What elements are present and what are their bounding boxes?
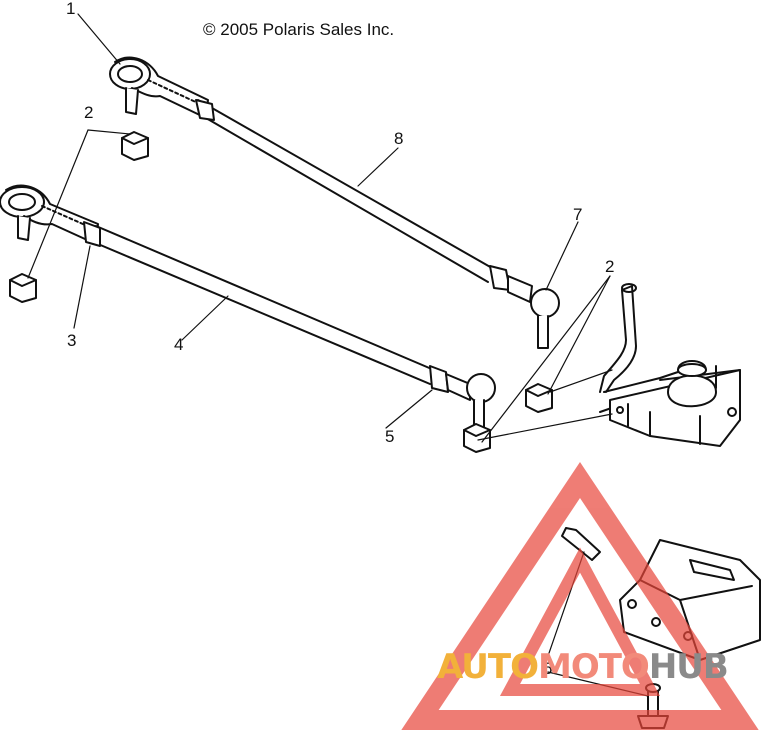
lower-tie-rod [0,184,496,435]
watermark-moto: MOTO [537,647,650,687]
watermark-triangle [401,461,759,730]
callout-1: 1 [66,0,76,18]
watermark-auto: AUTO [437,647,539,687]
watermark-hub: HUB [648,647,729,687]
nuts [9,131,553,453]
callout-2-right: 2 [605,257,615,276]
leader-lines [27,13,649,697]
callout-3: 3 [67,331,77,350]
callout-4: 4 [174,335,184,354]
copyright-notice: © 2005 Polaris Sales Inc. [203,20,395,39]
callout-8: 8 [394,129,404,148]
callout-6: 6 [543,659,553,678]
upper-tie-rod [109,56,560,349]
watermark-logo: AUTOMOTOHUB [437,647,729,687]
steering-gearbox [599,283,741,447]
callout-2-left: 2 [84,103,94,122]
callout-5: 5 [385,427,395,446]
callout-7: 7 [573,205,583,224]
